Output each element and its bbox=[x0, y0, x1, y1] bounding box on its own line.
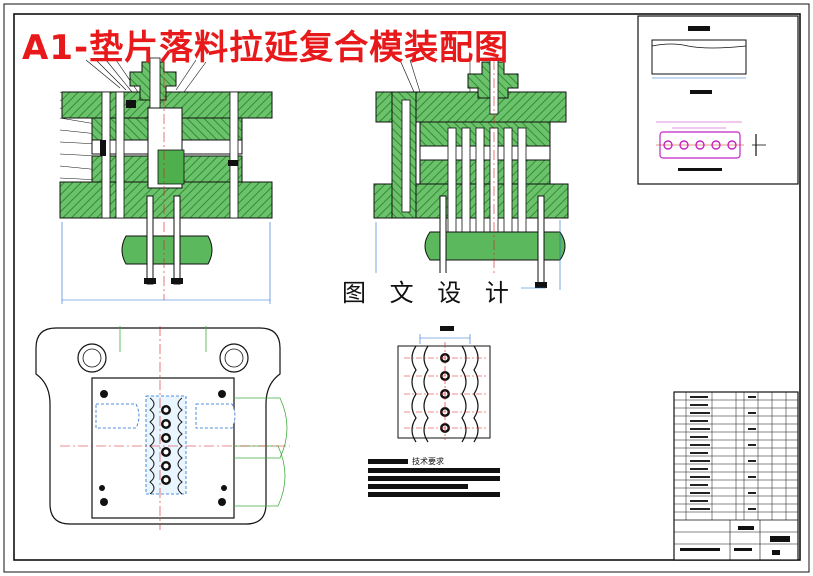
watermark-caption: 图 文 设 计 bbox=[338, 273, 521, 308]
title-block bbox=[673, 391, 799, 561]
drawing-title: A1-垫片落料拉延复合模装配图 bbox=[22, 28, 510, 68]
tech-requirements-heading: 技术要求 bbox=[412, 456, 444, 466]
strip-layout-view bbox=[397, 326, 491, 443]
side-section-view bbox=[373, 57, 569, 300]
part-drawing bbox=[637, 15, 799, 185]
technical-requirements: 技术要求 bbox=[368, 456, 500, 497]
plan-view bbox=[35, 326, 290, 530]
sheet-border bbox=[3, 3, 810, 573]
front-section-view bbox=[59, 57, 273, 304]
